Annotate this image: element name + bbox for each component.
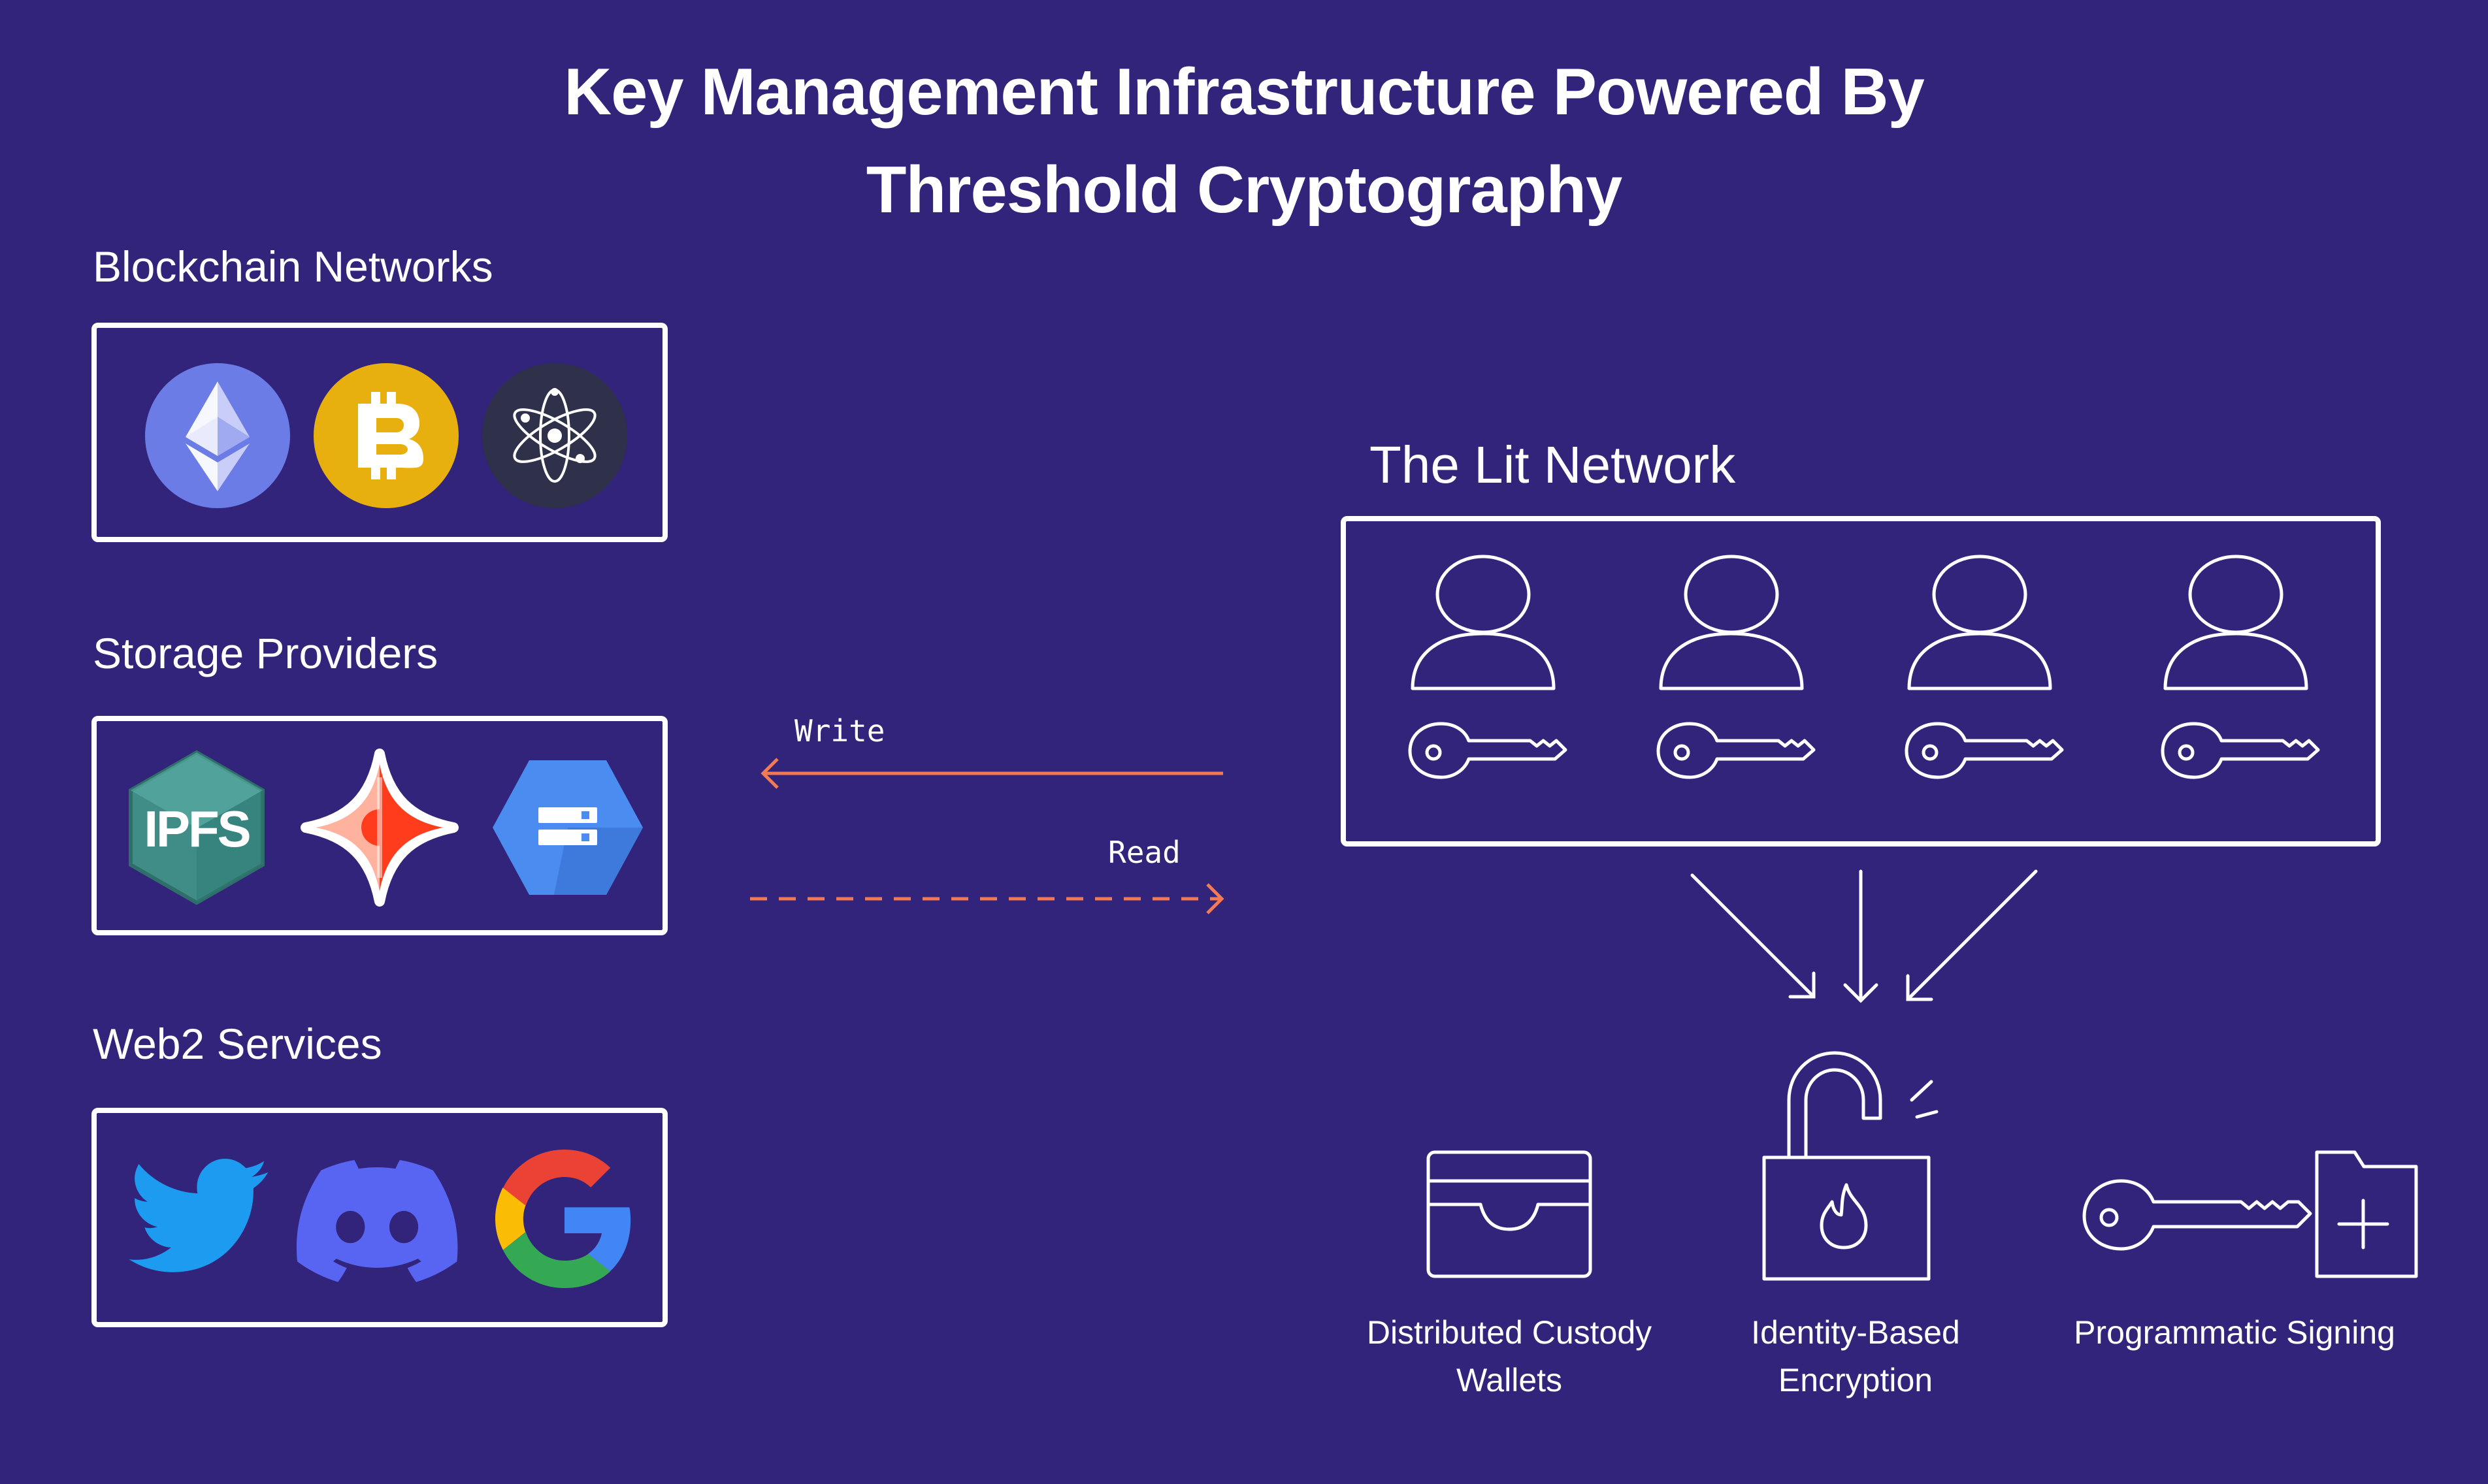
- read-arrow: [750, 883, 1224, 914]
- write-arrow: [761, 758, 1223, 789]
- output-caption-encryption-line1: Identity-Based: [1751, 1314, 1960, 1351]
- diagram-title-line-1: Key Management Infrastructure Powered By: [564, 56, 1925, 129]
- web2-services-label: Web2 Services: [93, 1020, 382, 1068]
- blockchain-networks-label: Blockchain Networks: [93, 242, 493, 291]
- google-icon: [495, 1150, 634, 1288]
- node-key-icon: [2161, 722, 2320, 779]
- bitcoin-icon: [314, 363, 459, 508]
- arrow-right-diagonal: [1906, 869, 2038, 1001]
- lit-node-2: [1656, 554, 1816, 802]
- node-person-icon: [2161, 555, 2320, 779]
- cosmos-icon: [482, 363, 627, 508]
- node-key-icon: [1656, 722, 1816, 779]
- twitter-icon: [128, 1159, 272, 1276]
- discord-icon: [296, 1160, 458, 1282]
- output-caption-signing: Programmatic Signing: [2058, 1309, 2411, 1357]
- unlocked-padlock-icon: [1762, 1051, 1939, 1281]
- blockchain-networks-box: [91, 323, 668, 542]
- storage-providers-box: IPFS: [91, 716, 668, 935]
- output-caption-wallets: Distributed Custody Wallets: [1339, 1309, 1679, 1404]
- node-person-icon: [1656, 555, 1816, 779]
- node-person-icon: [1905, 555, 2064, 779]
- node-person-icon: [1408, 555, 1567, 779]
- output-caption-signing-line1: Programmatic Signing: [2074, 1314, 2395, 1351]
- write-arrow-label: Write: [794, 713, 885, 749]
- output-caption-encryption-line2: Encryption: [1778, 1362, 1933, 1398]
- lit-node-3: [1905, 554, 2064, 802]
- wallet-icon: [1426, 1150, 1592, 1278]
- output-caption-wallets-line1: Distributed Custody: [1366, 1314, 1652, 1351]
- key-folder-icon: [2082, 1150, 2418, 1278]
- web2-services-box: [91, 1108, 668, 1327]
- output-caption-encryption: Identity-Based Encryption: [1686, 1309, 2025, 1404]
- lit-node-1: [1408, 554, 1567, 802]
- output-caption-wallets-line2: Wallets: [1456, 1362, 1563, 1398]
- lit-network-label: The Lit Network: [1369, 436, 1736, 494]
- ipfs-wordmark: IPFS: [144, 800, 249, 858]
- google-cloud-storage-icon: [491, 759, 644, 896]
- ethereum-icon: [145, 363, 290, 508]
- node-key-icon: [1408, 722, 1567, 779]
- diagram-title-line-2: Threshold Cryptography: [866, 153, 1622, 227]
- arweave-icon: [301, 749, 459, 907]
- ipfs-icon: IPFS: [128, 750, 265, 905]
- storage-providers-label: Storage Providers: [93, 629, 438, 677]
- converging-arrows: [1690, 869, 2038, 1003]
- lit-node-4: [2161, 554, 2320, 802]
- arrow-left-diagonal: [1690, 873, 1816, 999]
- node-key-icon: [1905, 722, 2064, 779]
- lit-network-box: [1341, 516, 2381, 847]
- read-arrow-label: Read: [1108, 835, 1181, 870]
